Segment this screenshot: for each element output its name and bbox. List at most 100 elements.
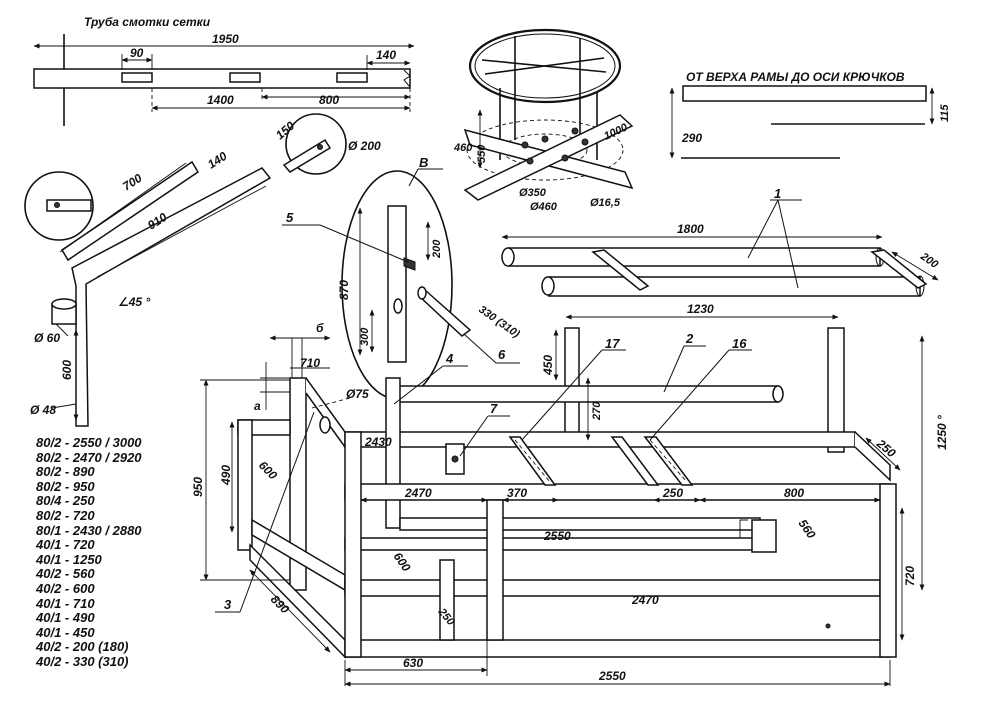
dim-crank-d200: Ø 200 — [348, 139, 381, 153]
tube-slot — [229, 72, 261, 83]
dim-reel-d460: Ø460 — [530, 201, 558, 213]
spec-list-item: 80/2 - 950 — [36, 478, 95, 494]
spec-list-item: 40/1 - 710 — [36, 595, 95, 611]
callout-2: 2 — [685, 331, 694, 346]
detail-b-post — [387, 205, 407, 363]
spec-list-item: 40/2 - 560 — [36, 566, 95, 582]
dim-reel-550: 550 — [476, 144, 488, 163]
dim-hook-115: 115 — [939, 104, 951, 122]
frame-slat — [610, 436, 660, 486]
dim-frame-450: 450 — [541, 355, 555, 376]
dim-frame-370: 370 — [507, 486, 527, 500]
dim-frame-2550-a: 2550 — [543, 529, 571, 543]
rollers-view: 1800 200 1 1230 — [501, 186, 941, 320]
dim-tube-1950: 1950 — [212, 32, 239, 46]
dim-crank-angle: ∠45 ° — [118, 295, 150, 309]
callout-17: 17 — [605, 336, 620, 351]
dim-roller-200: 200 — [917, 250, 940, 271]
frame-beam-bottom-front — [344, 639, 891, 658]
dim-frame-2470-a: 2470 — [404, 486, 432, 500]
dim-frame-600-b: 600 — [391, 550, 414, 575]
dim-roller-1800: 1800 — [677, 222, 704, 236]
dim-detail-300: 300 — [359, 327, 371, 346]
spec-list-item: 80/4 - 250 — [36, 493, 95, 509]
hook-height-view: ОТ ВЕРХА РАМЫ ДО ОСИ КРЮЧКОВ 290 115 — [669, 70, 951, 159]
tube-title: Труба смотки сетки — [84, 15, 211, 29]
spec-list-item: 40/1 - 450 — [36, 624, 95, 640]
callout-16: 16 — [732, 336, 747, 351]
frame-slat-17 — [508, 436, 557, 486]
dim-frame-630: 630 — [403, 656, 423, 670]
hooks-title: ОТ ВЕРХА РАМЫ ДО ОСИ КРЮЧКОВ — [686, 70, 905, 84]
callout-1: 1 — [774, 186, 781, 201]
spec-list-item: 80/2 - 720 — [36, 507, 95, 523]
dim-reel-d350: Ø350 — [519, 187, 547, 199]
dim-detail-870: 870 — [337, 280, 351, 300]
dim-crank-140: 140 — [205, 149, 230, 172]
spec-list-item: 40/1 - 1250 — [36, 551, 102, 567]
spec-list-item: 40/1 - 720 — [36, 537, 95, 553]
tube-slot — [121, 72, 153, 83]
main-frame-view: 2 7 — [191, 321, 949, 687]
roller-lower — [548, 276, 921, 297]
dim-frame-1250: 1250 ° — [935, 415, 949, 450]
dim-frame-d75: Ø75 — [346, 387, 369, 401]
frame-beam-top-back — [344, 431, 856, 448]
dim-detail-330: 330 (310) — [476, 304, 522, 341]
dim-frame-2430: 2430 — [364, 435, 392, 449]
dim-reel-460: 460 — [453, 142, 473, 154]
hook-bar — [682, 85, 927, 102]
dim-frame-800: 800 — [784, 486, 804, 500]
callout-6: 6 — [498, 347, 506, 362]
dim-frame-2550-b: 2550 — [598, 669, 626, 683]
crank-tube — [60, 160, 200, 262]
dim-tube-90: 90 — [130, 46, 144, 60]
spec-list-item: 40/1 - 490 — [36, 610, 95, 626]
dim-frame-270: 270 — [591, 401, 603, 421]
net-winding-tube-view: Труба смотки сетки 1950 90 140 1400 800 — [33, 15, 415, 126]
dim-tube-140: 140 — [376, 48, 396, 62]
dim-reel-d165: Ø16,5 — [590, 197, 621, 209]
spec-list-item: 40/2 - 600 — [36, 580, 95, 596]
spec-list-item: 80/2 - 2470 / 2920 — [36, 449, 142, 465]
frame-post-back-right — [827, 327, 845, 453]
spec-list-item: 80/1 - 2430 / 2880 — [36, 522, 142, 538]
dim-frame-600-a: 600 — [256, 458, 280, 482]
dim-frame-710: 710 — [300, 356, 320, 370]
spec-list-item: 80/2 - 2550 / 3000 — [36, 435, 142, 450]
roller-upper — [508, 247, 881, 267]
spec-list-item: 40/2 - 200 (180) — [36, 639, 129, 655]
reel-turntable-view: 550 460 1000 Ø350 Ø460 Ø16,5 — [453, 28, 634, 213]
callout-b-small: б — [316, 321, 324, 335]
dim-frame-2470-b: 2470 — [631, 593, 659, 607]
callout-7: 7 — [490, 401, 498, 416]
dim-detail-200: 200 — [431, 239, 443, 259]
dim-frame-560: 560 — [796, 517, 819, 542]
dim-roller-1230: 1230 — [687, 302, 714, 316]
frame-post-front-right — [879, 483, 897, 658]
frame-post-front-corner — [344, 431, 362, 658]
dim-bush-d60: Ø 60 — [34, 331, 60, 345]
dim-crank-150: 150 — [273, 118, 298, 142]
callout-3: 3 — [224, 597, 232, 612]
dim-tube-800: 800 — [319, 93, 339, 107]
dim-tube-1400: 1400 — [207, 93, 234, 107]
spec-list-item: 80/2 - 890 — [36, 464, 95, 480]
callout-5: 5 — [286, 210, 294, 225]
reel-rim — [468, 28, 622, 104]
dim-crank-600: 600 — [60, 360, 74, 380]
crank-arm — [71, 167, 272, 427]
dim-frame-250-b: 250 — [662, 486, 683, 500]
dim-frame-490: 490 — [219, 465, 233, 486]
detail-b-brace — [417, 288, 472, 337]
callout-4: 4 — [445, 351, 454, 366]
crank-handle-view: 700 140 910 ∠45 ° 150 Ø 200 Ø 60 600 Ø 4… — [24, 113, 381, 427]
crank-disc — [24, 171, 94, 241]
crank-disc-small — [285, 113, 347, 175]
dim-hook-290: 290 — [681, 131, 702, 145]
reel-base-beam — [463, 114, 634, 201]
spec-list-item: 40/2 - 330 (310) — [36, 653, 129, 669]
dim-frame-720: 720 — [903, 566, 917, 586]
